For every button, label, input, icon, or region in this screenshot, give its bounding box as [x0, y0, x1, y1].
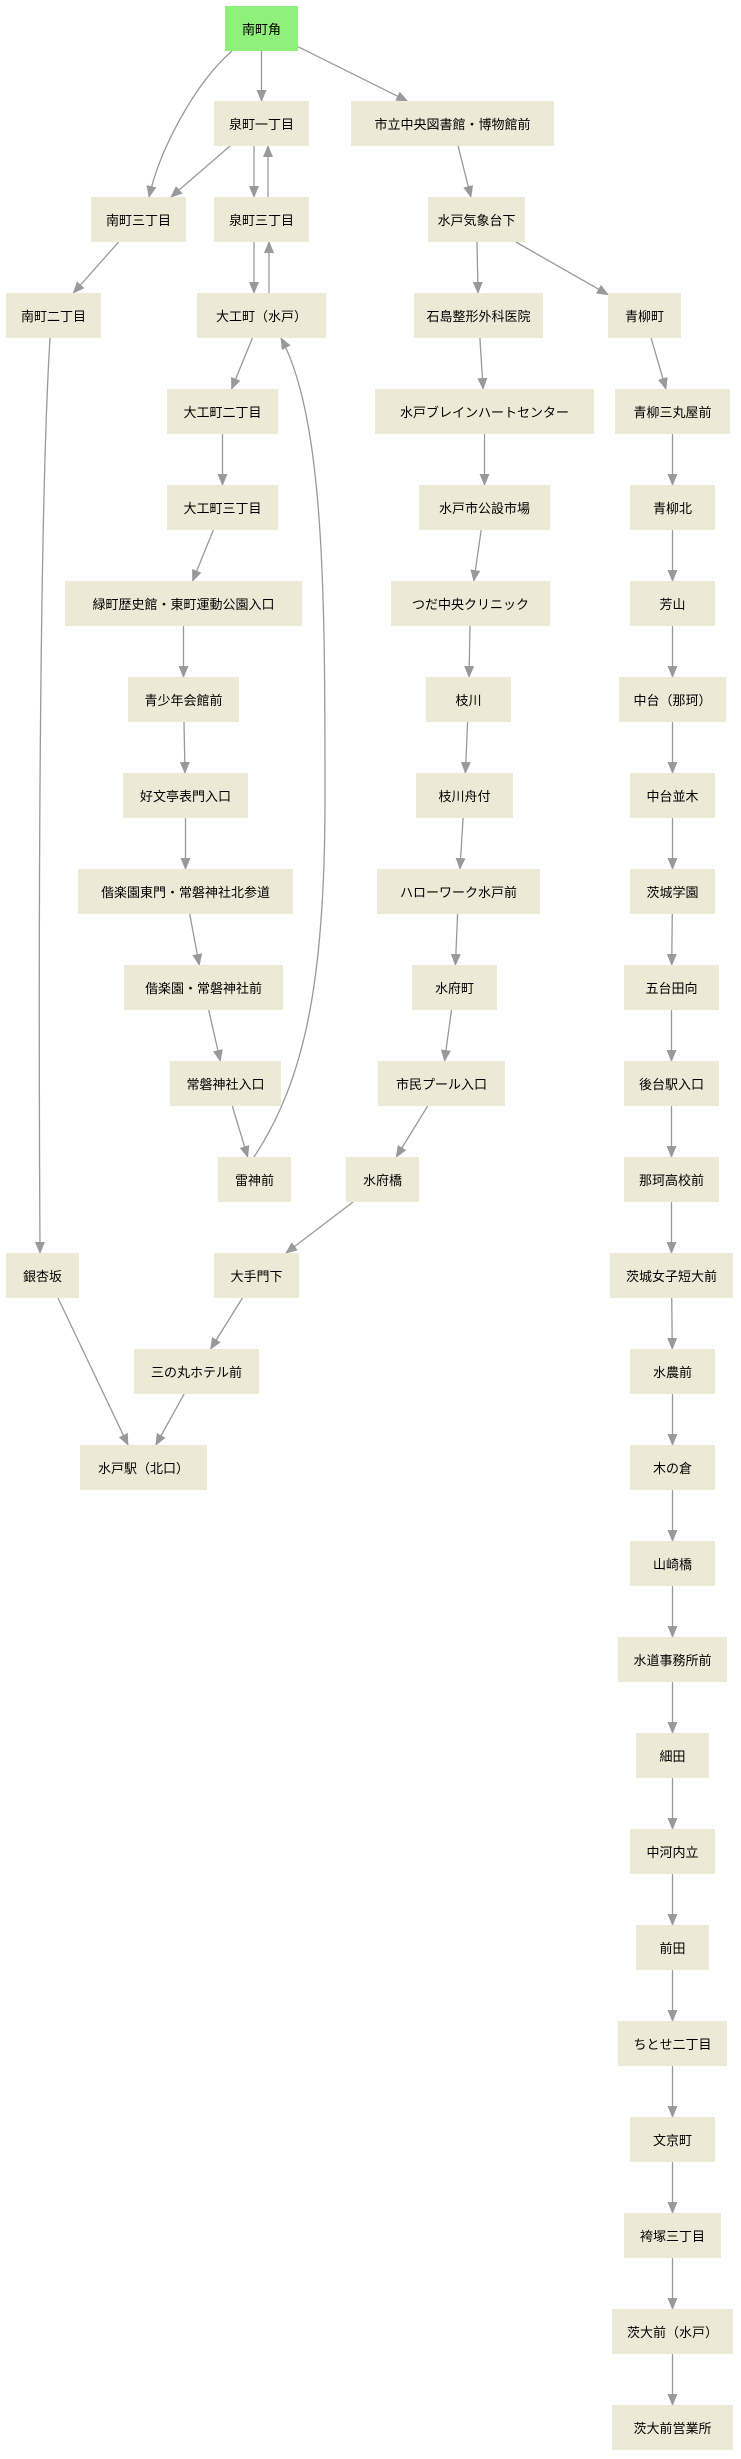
stop-node-nakagawachi: 中河内立 — [630, 1829, 715, 1874]
stop-node-godaitamukai: 五台田向 — [624, 965, 719, 1010]
stop-node-godai_eki: 後台駅入口 — [624, 1061, 719, 1106]
stop-node-ginkichi: 銀杏坂 — [6, 1253, 79, 1298]
edge-koseshijo-to-tsuda — [470, 529, 482, 582]
stop-node-minamimachi2: 南町二丁目 — [6, 293, 101, 338]
stop-node-tsuda: つだ中央クリニック — [391, 581, 550, 626]
stop-node-hakamazuka3: 袴塚三丁目 — [624, 2213, 721, 2258]
edge-mito_kishodai-to-aoyagicho — [515, 241, 609, 296]
stop-node-suido: 水道事務所前 — [618, 1637, 727, 1682]
stop-node-yamazakibashi: 山崎橋 — [630, 1541, 715, 1586]
edge-daikucho3-to-midoricho — [191, 529, 215, 582]
edge-ishijima-to-brain_heart — [477, 337, 488, 390]
stop-node-daikucho_mito: 大工町（水戸） — [197, 293, 326, 338]
stop-node-tokiwa_iriguchi: 常磐神社入口 — [170, 1061, 281, 1106]
stop-node-hellowork: ハローワーク水戸前 — [377, 869, 540, 914]
stop-node-kinokura: 木の倉 — [630, 1445, 715, 1490]
stop-node-suino: 水農前 — [630, 1349, 715, 1394]
edge-shimin_pool-to-suifubashi — [395, 1105, 429, 1158]
stop-node-nakadai_naka: 中台（那珂） — [619, 677, 726, 722]
stop-node-midoricho: 緑町歴史館・東町運動公園入口 — [65, 581, 302, 626]
stop-node-edagawa: 枝川 — [426, 677, 511, 722]
edge-izumicho1-to-minamimachi3 — [170, 145, 231, 198]
edge-sannomaru_hotel-to-mito_eki — [155, 1393, 185, 1446]
stop-node-aoyagi_kita: 青柳北 — [630, 485, 715, 530]
stop-node-aoyagi_sannomaru: 青柳三丸屋前 — [615, 389, 730, 434]
stop-node-ibaraki_gakuen: 茨城学園 — [630, 869, 715, 914]
stop-node-ibadaimae: 茨大前（水戸） — [612, 2309, 733, 2354]
stop-node-raijin: 雷神前 — [218, 1157, 291, 1202]
edge-kairakuen_higashimon-to-kairakuen_tokiwa — [189, 913, 203, 966]
edge-minamimachi_kado-to-minamimachi3 — [146, 50, 233, 198]
edge-ibaraki_gakuen-to-godaitamukai — [666, 913, 677, 966]
stop-node-edagawa_funatsuki: 枝川舟付 — [416, 773, 513, 818]
stop-node-kobuntei: 好文亭表門入口 — [123, 773, 248, 818]
stop-node-nakadai_namiki: 中台並木 — [630, 773, 715, 818]
stop-node-sannomaru_hotel: 三の丸ホテル前 — [134, 1349, 259, 1394]
edge-joshi_tandai-to-suino — [667, 1297, 678, 1350]
stop-node-otemon: 大手門下 — [214, 1253, 299, 1298]
edge-kairakuen_tokiwa-to-tokiwa_iriguchi — [208, 1009, 223, 1062]
edge-minamimachi_kado-to-shiritsu_toshokan — [297, 46, 409, 102]
stop-node-maeda: 前田 — [636, 1925, 709, 1970]
stop-node-suifucho: 水府町 — [412, 965, 497, 1010]
stop-node-ishijima: 石島整形外科医院 — [414, 293, 543, 338]
stop-node-mito_eki: 水戸駅（北口） — [80, 1445, 207, 1490]
edge-ginkichi-to-mito_eki — [57, 1297, 129, 1446]
stop-node-mito_kishodai: 水戸気象台下 — [428, 197, 525, 242]
stop-node-joshi_tandai: 茨城女子短大前 — [610, 1253, 733, 1298]
edge-edagawa-to-edagawa_funatsuki — [460, 721, 471, 774]
edge-aoyagicho-to-aoyagi_sannomaru — [650, 337, 668, 390]
stop-node-koseshijo: 水戸市公設市場 — [419, 485, 550, 530]
edge-edagawa_funatsuki-to-hellowork — [455, 817, 466, 870]
stop-node-daikucho2: 大工町二丁目 — [167, 389, 278, 434]
stop-node-kairakuen_tokiwa: 偕楽園・常磐神社前 — [124, 965, 283, 1010]
stop-node-daikucho3: 大工町三丁目 — [167, 485, 278, 530]
stop-node-izumicho1: 泉町一丁目 — [214, 101, 309, 146]
stop-node-minamimachi_kado: 南町角 — [225, 6, 298, 51]
edge-mito_kishodai-to-ishijima — [472, 241, 483, 294]
edge-otemon-to-sannomaru_hotel — [210, 1297, 243, 1350]
edge-hellowork-to-suifucho — [450, 913, 461, 966]
edge-tokiwa_iriguchi-to-raijin — [231, 1105, 250, 1158]
edge-minamimachi3-to-minamimachi2 — [72, 241, 120, 294]
stop-node-naka_koko: 那珂高校前 — [624, 1157, 719, 1202]
edge-shiritsu_toshokan-to-mito_kishodai — [457, 145, 474, 198]
edge-tsuda-to-edagawa — [464, 625, 475, 678]
stop-node-chitose2: ちとせ二丁目 — [618, 2021, 727, 2066]
stop-node-shiritsu_toshokan: 市立中央図書館・博物館前 — [351, 101, 554, 146]
stop-node-kairakuen_higashimon: 偕楽園東門・常磐神社北参道 — [78, 869, 293, 914]
edge-seishonen-to-kobuntei — [179, 721, 190, 774]
stop-node-yoshiyama: 芳山 — [630, 581, 715, 626]
stop-node-izumicho3: 泉町三丁目 — [214, 197, 309, 242]
stop-node-aoyagicho: 青柳町 — [608, 293, 681, 338]
edge-suifubashi-to-otemon — [285, 1201, 354, 1254]
stop-node-ibadai_eigyosho: 茨大前営業所 — [612, 2405, 733, 2450]
stop-node-shimin_pool: 市民プール入口 — [378, 1061, 505, 1106]
stop-node-seishonen: 青少年会館前 — [128, 677, 239, 722]
stop-node-bunkyocho: 文京町 — [630, 2117, 715, 2162]
stop-node-brain_heart: 水戸ブレインハートセンター — [375, 389, 594, 434]
edge-daikucho_mito-to-daikucho2 — [230, 337, 254, 390]
stop-node-minamimachi3: 南町三丁目 — [91, 197, 186, 242]
stop-node-hosoda: 細田 — [636, 1733, 709, 1778]
stop-node-suifubashi: 水府橋 — [346, 1157, 419, 1202]
edge-suifucho-to-shimin_pool — [441, 1009, 453, 1062]
edge-minamimachi2-to-ginkichi — [34, 337, 51, 1254]
edge-raijin-to-daikucho_mito — [253, 337, 326, 1158]
